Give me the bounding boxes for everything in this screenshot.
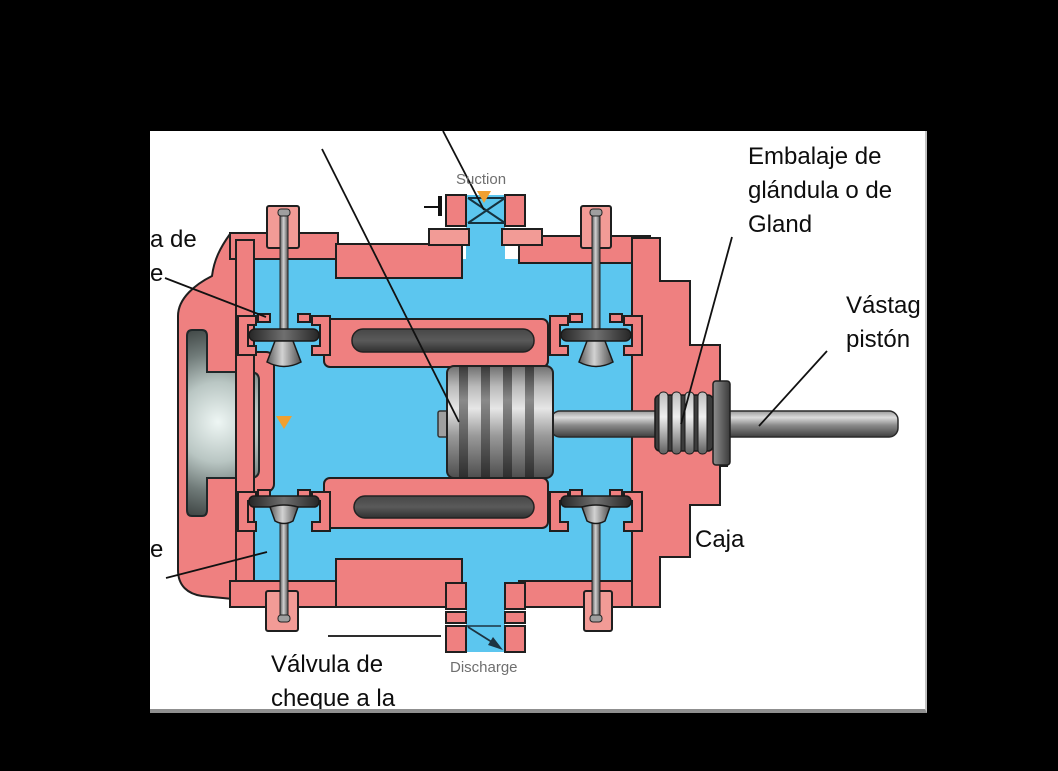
suction-flow-marker-icon bbox=[477, 191, 491, 203]
leader-line-top-left-valve bbox=[164, 277, 267, 318]
label-check-valve-discharge: Válvula de cheque a la bbox=[271, 651, 396, 712]
discharge-channel bbox=[466, 559, 505, 652]
label-gland-packing: Embalaje de glándula o de Gland bbox=[748, 143, 893, 238]
piston bbox=[437, 365, 554, 479]
casing-top-mid-bar bbox=[335, 243, 463, 279]
label-suction: Suction bbox=[456, 171, 507, 188]
leader-line-gland-packing bbox=[680, 236, 733, 425]
cylinder-liner-bottom bbox=[323, 477, 549, 529]
label-case: Caja bbox=[695, 526, 745, 553]
cylinder-liner-top bbox=[323, 318, 549, 368]
label-discharge: Discharge bbox=[450, 659, 518, 676]
leader-line-suction-valve bbox=[442, 131, 485, 211]
leader-line-piston bbox=[321, 148, 460, 423]
piston-ring bbox=[459, 367, 468, 477]
discharge-check-arrow-icon bbox=[467, 625, 503, 650]
gland-packing bbox=[654, 391, 714, 455]
casing-bottom-mid-bar bbox=[335, 558, 463, 608]
suction-dimension-tick bbox=[424, 196, 442, 216]
suction-channel bbox=[466, 195, 505, 262]
leader-line-piston-rod bbox=[758, 350, 828, 427]
discharge-port bbox=[445, 582, 526, 653]
piston-ring bbox=[503, 367, 512, 477]
piston-ring bbox=[525, 367, 534, 477]
piston-ring bbox=[481, 367, 490, 477]
leader-line-bottom-left-valve bbox=[165, 551, 268, 579]
leader-lines bbox=[164, 131, 828, 637]
chamber-flow-marker-icon bbox=[276, 416, 292, 429]
label-left-clipped-fragment: a de e bbox=[150, 226, 197, 287]
casing-left-wall bbox=[235, 239, 255, 607]
pump-diagram bbox=[164, 131, 899, 653]
label-piston-rod: Vástag pistón bbox=[846, 292, 921, 353]
label-left-bottom-clipped-fragment: e bbox=[150, 536, 164, 563]
gland-follower bbox=[712, 380, 731, 466]
suction-port bbox=[428, 194, 543, 246]
diagram-canvas: Suction Discharge Embalaje de glándula o… bbox=[150, 131, 927, 713]
